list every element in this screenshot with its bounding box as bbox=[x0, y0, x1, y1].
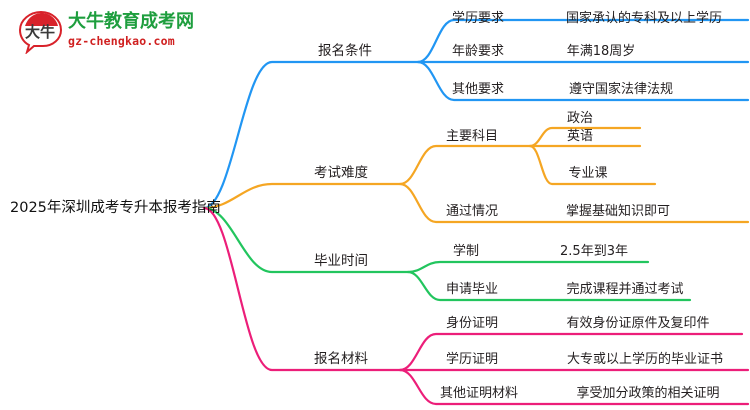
leaf-value-qitazhengmingcailiao[interactable]: 享受加分政策的相关证明 bbox=[576, 386, 720, 401]
subnode-label-shenfenzhengming[interactable]: 身份证明 bbox=[445, 316, 499, 331]
logo-title: 大牛教育成考网 bbox=[68, 11, 194, 32]
leaf-value-xueliyaoqiu[interactable]: 国家承认的专科及以上学历 bbox=[565, 11, 723, 26]
subnode-label-xuezhi[interactable]: 学制 bbox=[452, 244, 480, 259]
branch-connector-kaoshinandu bbox=[202, 126, 750, 224]
branch-connector-baomingtiaojian bbox=[202, 18, 750, 210]
branch-label-kaoshinandu[interactable]: 考试难度 bbox=[314, 165, 368, 181]
branch-label-biyeshijian[interactable]: 毕业时间 bbox=[314, 253, 368, 269]
subnode-label-zhuyaokemu[interactable]: 主要科目 bbox=[445, 129, 499, 144]
root-node-label[interactable]: 2025年深圳成考专升本报考指南 bbox=[10, 200, 221, 216]
leaf-label-zhengzhi[interactable]: 政治 bbox=[566, 111, 594, 126]
subnode-label-tongguoqingkuang[interactable]: 通过情况 bbox=[445, 204, 499, 219]
subnode-label-qitayaoqiu[interactable]: 其他要求 bbox=[451, 82, 505, 97]
leaf-value-xuezhi[interactable]: 2.5年到3年 bbox=[560, 244, 628, 259]
leaf-value-shenqingbiye[interactable]: 完成课程并通过考试 bbox=[566, 282, 684, 297]
subnode-label-xuelizhengming[interactable]: 学历证明 bbox=[445, 352, 499, 367]
leaf-label-yingyu[interactable]: 英语 bbox=[566, 129, 594, 144]
subnode-label-qitazhengmingcailiao[interactable]: 其他证明材料 bbox=[439, 386, 519, 401]
leaf-value-nianlingyaoqiu[interactable]: 年满18周岁 bbox=[566, 44, 636, 59]
daniu-logo-icon: 大牛 bbox=[18, 10, 63, 54]
branch-connector-baomingcailiao bbox=[202, 206, 750, 406]
logo-subtitle: gz-chengkao.com bbox=[68, 34, 175, 48]
subnode-label-xueliyaoqiu[interactable]: 学历要求 bbox=[451, 11, 505, 26]
branch-connector-biyeshijian bbox=[202, 206, 692, 302]
subnode-label-nianlingyaoqiu[interactable]: 年龄要求 bbox=[451, 44, 505, 59]
leaf-value-tongguoqingkuang[interactable]: 掌握基础知识即可 bbox=[565, 204, 671, 219]
leaf-value-shenfenzhengming[interactable]: 有效身份证原件及复印件 bbox=[566, 316, 710, 331]
leaf-label-zhuanyeke[interactable]: 专业课 bbox=[568, 166, 608, 181]
site-logo: 大牛 大牛教育成考网 gz-chengkao.com bbox=[18, 8, 198, 56]
subnode-label-shenqingbiye[interactable]: 申请毕业 bbox=[445, 282, 499, 297]
leaf-value-xuelizhengming[interactable]: 大专或以上学历的毕业证书 bbox=[566, 352, 724, 367]
leaf-value-qitayaoqiu[interactable]: 遵守国家法律法规 bbox=[568, 82, 674, 97]
svg-text:大牛: 大牛 bbox=[25, 23, 55, 41]
branch-label-baomingtiaojian[interactable]: 报名条件 bbox=[318, 43, 372, 59]
branch-label-baomingcailiao[interactable]: 报名材料 bbox=[314, 351, 368, 367]
